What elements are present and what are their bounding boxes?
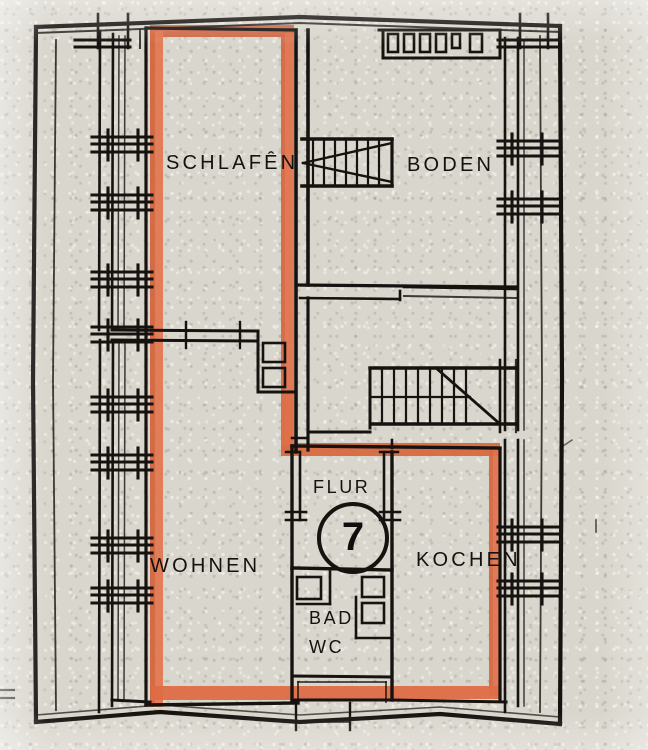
- room-label-schlafen: SCHLAFÊN: [166, 152, 299, 174]
- room-label-bad: BAD: [309, 608, 354, 628]
- unit-number-badge: 7: [317, 502, 389, 574]
- room-label-flur: FLUR: [313, 477, 371, 497]
- room-label-wohnen: WOHNEN: [150, 555, 261, 577]
- room-label-boden: BODEN: [407, 154, 495, 176]
- unit-number-text: 7: [341, 515, 365, 559]
- room-label-kochen: KOCHEN: [416, 549, 521, 571]
- room-label-wc: WC: [309, 637, 345, 657]
